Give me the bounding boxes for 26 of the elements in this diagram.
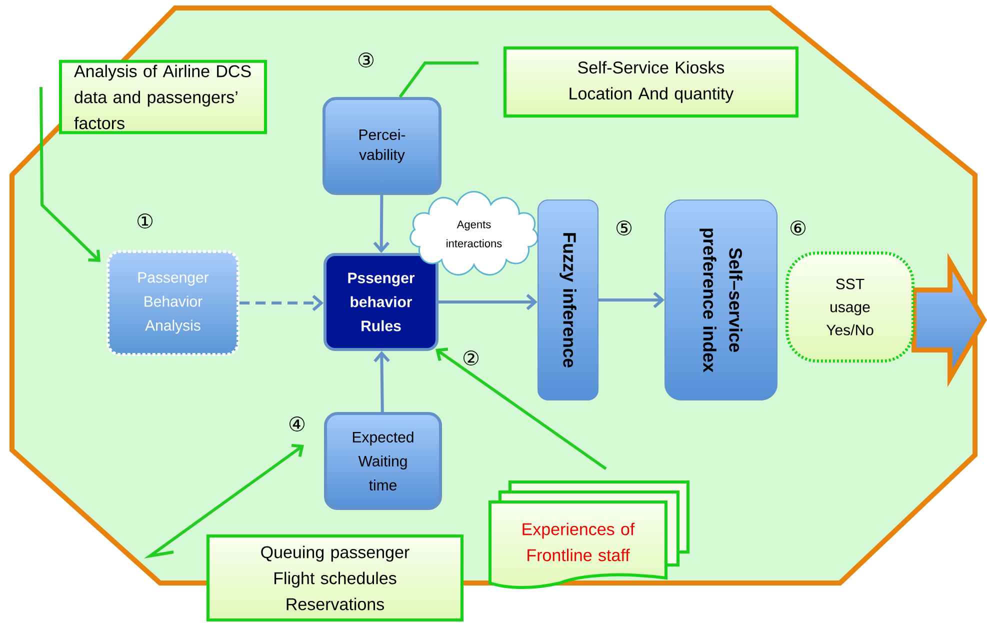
step-number: ②: [464, 350, 478, 366]
step-number: ①: [138, 214, 152, 228]
source-box: Queuing passenger Flight schedules Reservations: [206, 534, 464, 622]
arrow: [374, 351, 390, 412]
arrow: [144, 444, 304, 559]
step-number: ⑥: [790, 220, 806, 236]
process-box: Expected Waiting time: [324, 412, 442, 510]
step-number: ④: [290, 416, 304, 432]
step-number: ⑤: [616, 220, 632, 236]
document-stack: Experiences of Frontline staff: [488, 480, 690, 589]
arrow: [598, 292, 664, 308]
process-bar: Self–service preference index: [664, 200, 778, 400]
rules-box: Pssenger behavior Rules: [324, 253, 438, 351]
source-box: Analysis of Airline DCS data and passengers’ factors: [59, 60, 267, 134]
process-bar: Fuzzy inference: [538, 200, 598, 400]
arrow: [240, 294, 324, 312]
source-box: Self-Service Kiosks Location And quantity: [504, 46, 798, 118]
result-bubble: SST usage Yes/No: [786, 252, 914, 362]
arrow: [436, 348, 607, 470]
process-box: Percei- vability: [322, 97, 442, 195]
step-number: ③: [358, 52, 374, 68]
arrow: [373, 194, 390, 253]
arrow: [40, 86, 101, 262]
process-box: Passenger Behavior Analysis: [106, 250, 240, 356]
cloud: Agents interactions: [410, 190, 538, 276]
arrow: [438, 294, 538, 310]
